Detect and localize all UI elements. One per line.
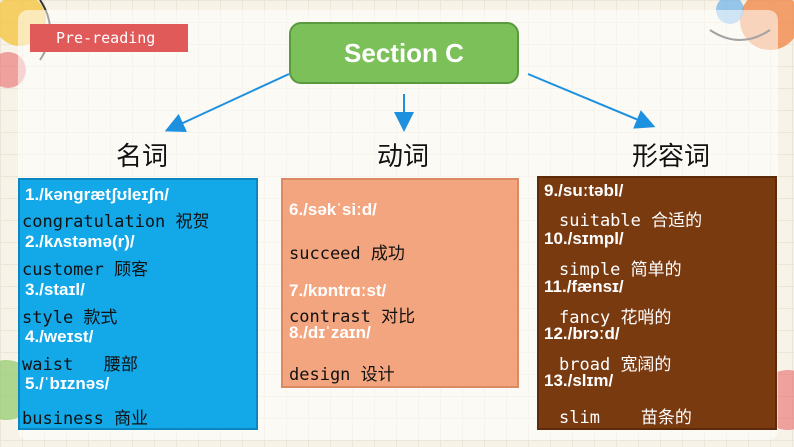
adj-12-word: broad: [559, 355, 611, 375]
adj-10-word: simple: [559, 260, 621, 280]
adj-9-meaning: 合适的: [651, 211, 703, 231]
category-noun-label: 名词: [116, 142, 169, 172]
noun-2-entry: customer 顾客: [22, 255, 148, 280]
adjective-panel: 9./suːtəbl/ suitable 合适的 10./sɪmpl/ simp…: [537, 176, 777, 430]
pre-reading-tag: Pre-reading: [30, 24, 188, 52]
verb-7-word: contrast: [289, 307, 371, 327]
adj-13-word: slim: [559, 408, 600, 428]
category-verb-label: 动词: [377, 142, 430, 172]
adj-9-entry: suitable 合适的: [559, 206, 702, 231]
noun-2-phonetic: 2./kʌstəmə(r)/: [25, 232, 135, 251]
section-title-box: Section C: [289, 22, 519, 84]
adj-11-phonetic: 11./fænsɪ/: [544, 277, 624, 296]
noun-2-meaning: 顾客: [114, 260, 149, 280]
adj-12-meaning: 宽阔的: [620, 355, 672, 375]
noun-1-phonetic: 1./kənɡrætʃʊleɪʃn/: [25, 185, 170, 204]
verb-8-word: design: [289, 365, 351, 385]
noun-4-meaning: 腰部: [103, 355, 138, 375]
adj-12-entry: broad 宽阔的: [559, 350, 671, 375]
adj-10-entry: simple 简单的: [559, 255, 682, 280]
noun-5-entry: business 商业: [22, 404, 148, 429]
verb-8-entry: design 设计: [289, 360, 395, 385]
verb-8-meaning: 设计: [360, 365, 395, 385]
verb-7-phonetic: 7./kɒntrɑːst/: [289, 281, 387, 300]
arrow-to-noun: [164, 73, 290, 133]
verb-6-entry: succeed 成功: [289, 239, 405, 264]
adj-10-meaning: 简单的: [630, 260, 682, 280]
noun-panel: 1./kənɡrætʃʊleɪʃn/ congratulation 祝贺 2./…: [18, 178, 258, 430]
verb-7-entry: contrast 对比: [289, 302, 415, 327]
noun-4-entry: waist 腰部: [22, 350, 138, 375]
noun-5-meaning: 商业: [114, 409, 149, 429]
noun-1-meaning: 祝贺: [175, 212, 210, 232]
noun-1-word: congratulation: [22, 212, 166, 232]
verb-6-word: succeed: [289, 244, 361, 264]
category-adj-label: 形容词: [632, 142, 711, 172]
adj-9-phonetic: 9./suːtəbl/: [544, 181, 624, 200]
noun-4-word: waist: [22, 355, 74, 375]
noun-5-word: business: [22, 409, 104, 429]
verb-8-phonetic: 8./dɪˈzaɪn/: [289, 323, 371, 342]
adj-13-phonetic: 13./slɪm/: [544, 371, 614, 390]
adj-11-meaning: 花哨的: [620, 308, 672, 328]
adj-10-phonetic: 10./sɪmpl/: [544, 229, 624, 248]
noun-3-phonetic: 3./staɪl/: [25, 280, 85, 299]
adj-11-entry: fancy 花哨的: [559, 303, 671, 328]
verb-6-meaning: 成功: [370, 244, 405, 264]
adj-13-meaning: 苗条的: [640, 408, 692, 428]
noun-1-entry: congratulation 祝贺: [22, 207, 210, 232]
verb-panel: 6./səkˈsiːd/ succeed 成功 7./kɒntrɑːst/ co…: [281, 178, 519, 388]
adj-9-word: suitable: [559, 211, 641, 231]
noun-3-entry: style 款式: [22, 303, 117, 328]
noun-5-phonetic: 5./ˈbɪznəs/: [25, 374, 110, 393]
adj-11-word: fancy: [559, 308, 611, 328]
verb-7-meaning: 对比: [381, 307, 416, 327]
adj-13-entry: slim 苗条的: [559, 403, 692, 428]
adj-12-phonetic: 12./brɔːd/: [544, 324, 620, 343]
noun-4-phonetic: 4./weɪst/: [25, 327, 94, 346]
arrow-to-adj: [527, 73, 656, 129]
verb-6-phonetic: 6./səkˈsiːd/: [289, 200, 377, 219]
noun-3-meaning: 款式: [83, 308, 118, 328]
noun-3-word: style: [22, 308, 74, 328]
noun-2-word: customer: [22, 260, 104, 280]
